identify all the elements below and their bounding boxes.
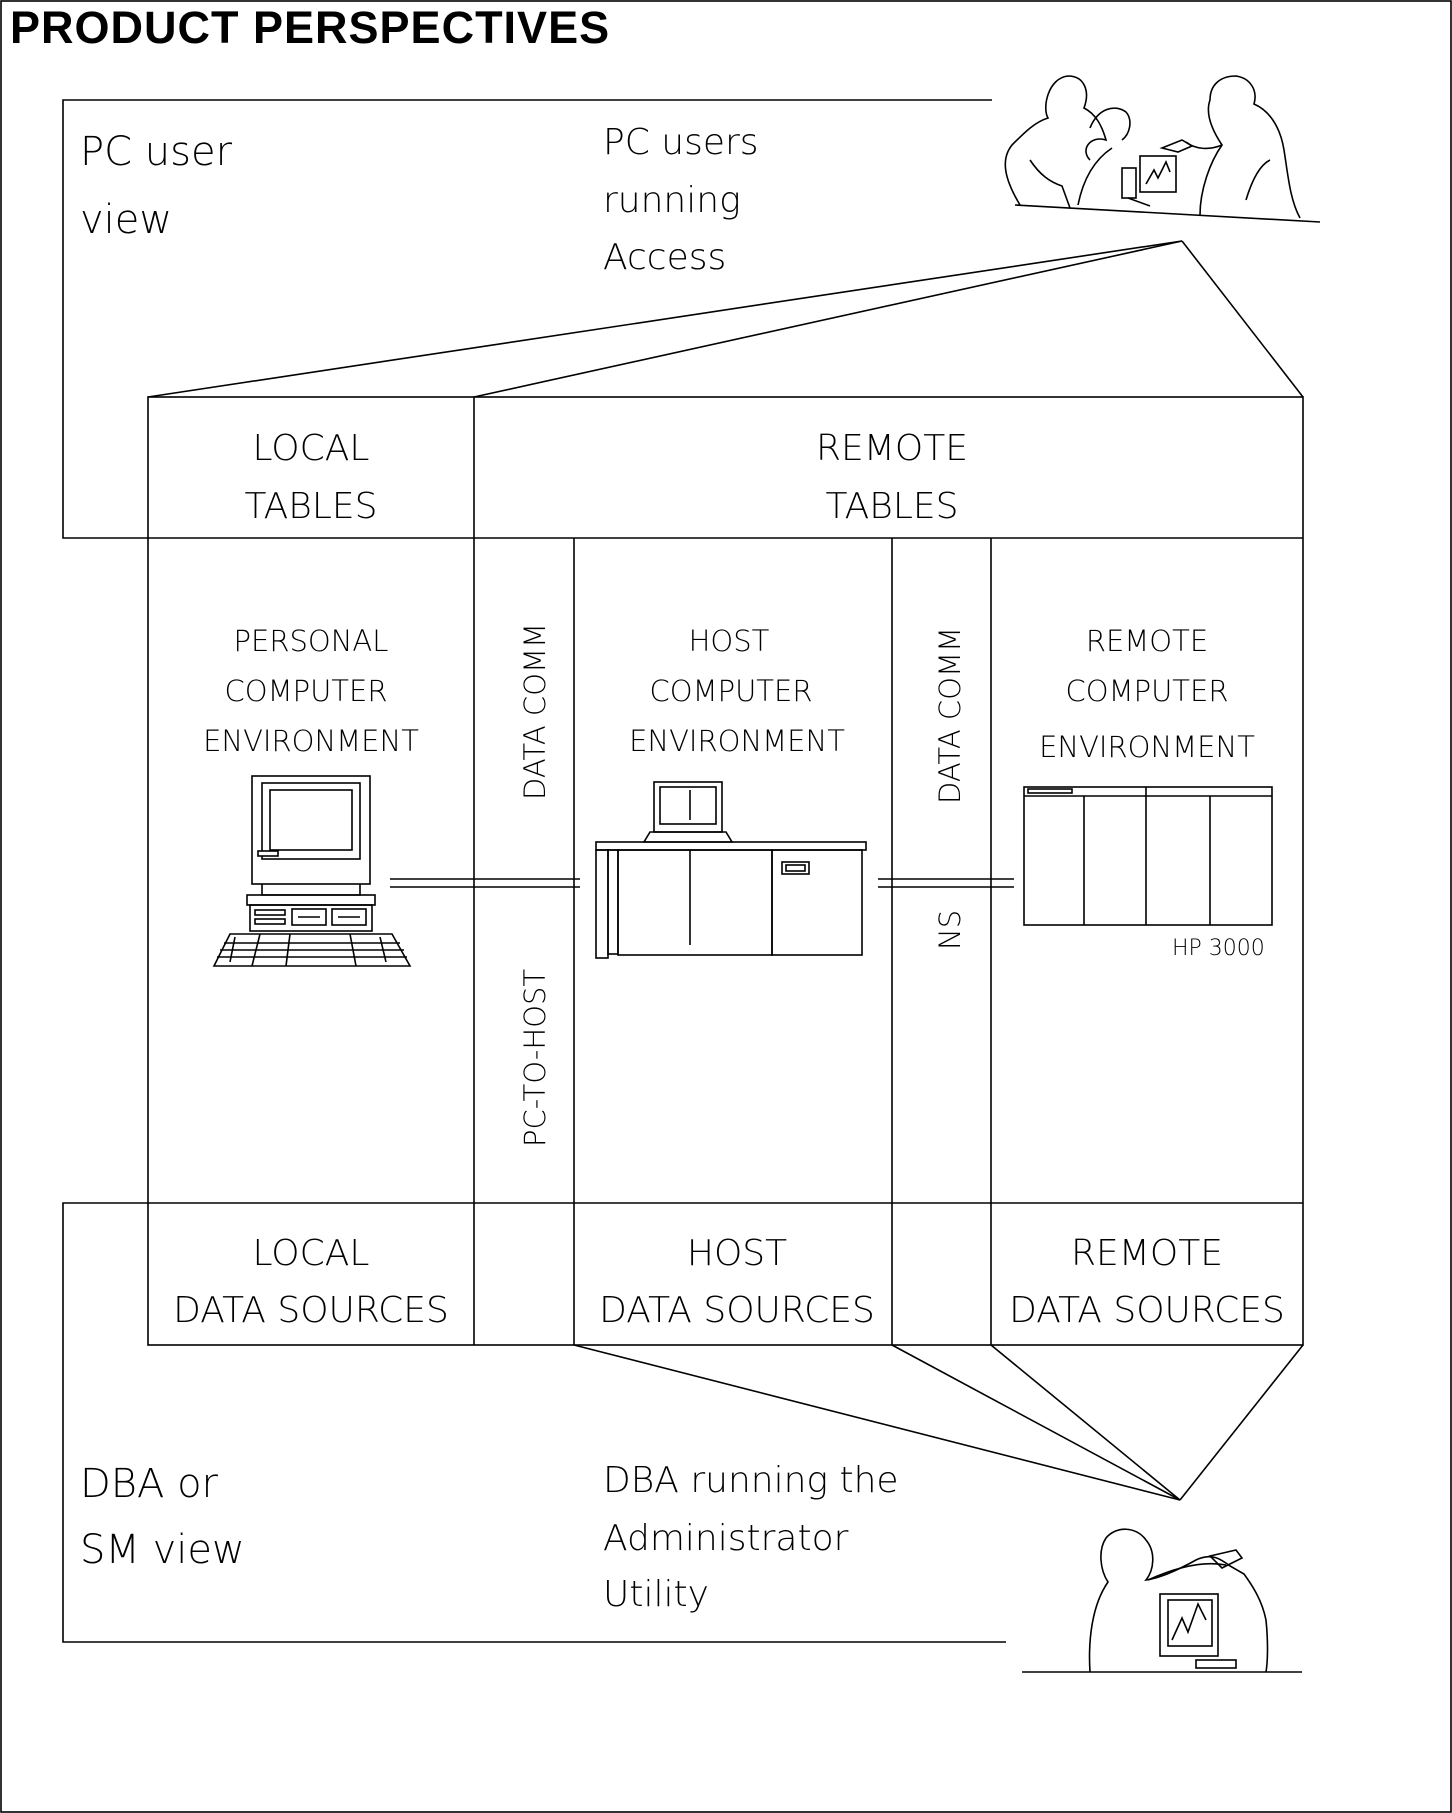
local-tables-line2: TABLES: [244, 486, 377, 527]
dba-view-label-line2: SM view: [80, 1527, 245, 1573]
projection-line: [573, 1344, 1181, 1501]
host-computer-icon: [595, 781, 867, 959]
host-remote-connection: [878, 878, 1014, 888]
projection-line: [990, 1344, 1181, 1501]
administrator-icon: [1022, 1528, 1302, 1673]
personal-env-line3: ENVIRONMENT: [203, 724, 419, 758]
pc-view-label-line1: PC user: [80, 129, 233, 175]
personal-env-line1: PERSONAL: [234, 624, 389, 658]
projection-line: [1179, 1344, 1304, 1501]
projection-line: [473, 240, 1183, 398]
remote-env-line1: REMOTE: [1086, 624, 1208, 658]
remote-env-line2: COMPUTER: [1066, 674, 1229, 708]
hp3000-label: HP 3000: [1172, 936, 1265, 961]
dba-view-desc-line2: Administrator: [603, 1518, 849, 1559]
pc-view-frame: [62, 99, 992, 539]
right-link-bottom-label: NS: [933, 910, 967, 950]
dba-view-desc-line3: Utility: [603, 1574, 709, 1615]
local-tables-line1: LOCAL: [253, 428, 370, 469]
host-ds-line2: DATA SOURCES: [599, 1290, 875, 1331]
host-ds-line1: HOST: [687, 1233, 787, 1274]
pc-host-connection: [390, 878, 580, 888]
hp3000-cabinet-icon: [1023, 786, 1273, 926]
pc-view-desc-line1: PC users: [603, 122, 759, 163]
main-grid-frame: [147, 396, 1304, 1346]
users-group-icon: [1004, 75, 1321, 223]
pc-view-desc-line3: Access: [603, 237, 726, 278]
remote-tables-line1: REMOTE: [816, 428, 968, 469]
remote-ds-line1: REMOTE: [1071, 1233, 1223, 1274]
projection-line: [147, 240, 1183, 398]
personal-env-line2: COMPUTER: [225, 674, 388, 708]
host-env-line1: HOST: [689, 624, 770, 658]
right-link-top-label: DATA COMM: [933, 627, 967, 804]
pc-view-desc-line2: running: [603, 180, 741, 221]
pc-view-label-line2: view: [80, 197, 172, 243]
dba-view-label-line1: DBA or: [80, 1461, 219, 1507]
left-link-bottom-label: PC-TO-HOST: [518, 969, 552, 1147]
dba-view-desc-line1: DBA running the: [603, 1460, 899, 1501]
dba-view-frame: [62, 1202, 1006, 1643]
page-title: PRODUCT PERSPECTIVES: [10, 2, 610, 53]
projection-line: [1181, 240, 1304, 398]
personal-computer-icon: [212, 775, 412, 967]
host-env-line3: ENVIRONMENT: [629, 724, 845, 758]
projection-line: [891, 1344, 1181, 1501]
local-ds-line2: DATA SOURCES: [173, 1290, 449, 1331]
left-link-top-label: DATA COMM: [518, 623, 552, 800]
remote-env-line3: ENVIRONMENT: [1039, 730, 1255, 764]
local-ds-line1: LOCAL: [253, 1233, 370, 1274]
remote-tables-line2: TABLES: [825, 486, 958, 527]
remote-ds-line2: DATA SOURCES: [1009, 1290, 1285, 1331]
host-env-line2: COMPUTER: [650, 674, 813, 708]
